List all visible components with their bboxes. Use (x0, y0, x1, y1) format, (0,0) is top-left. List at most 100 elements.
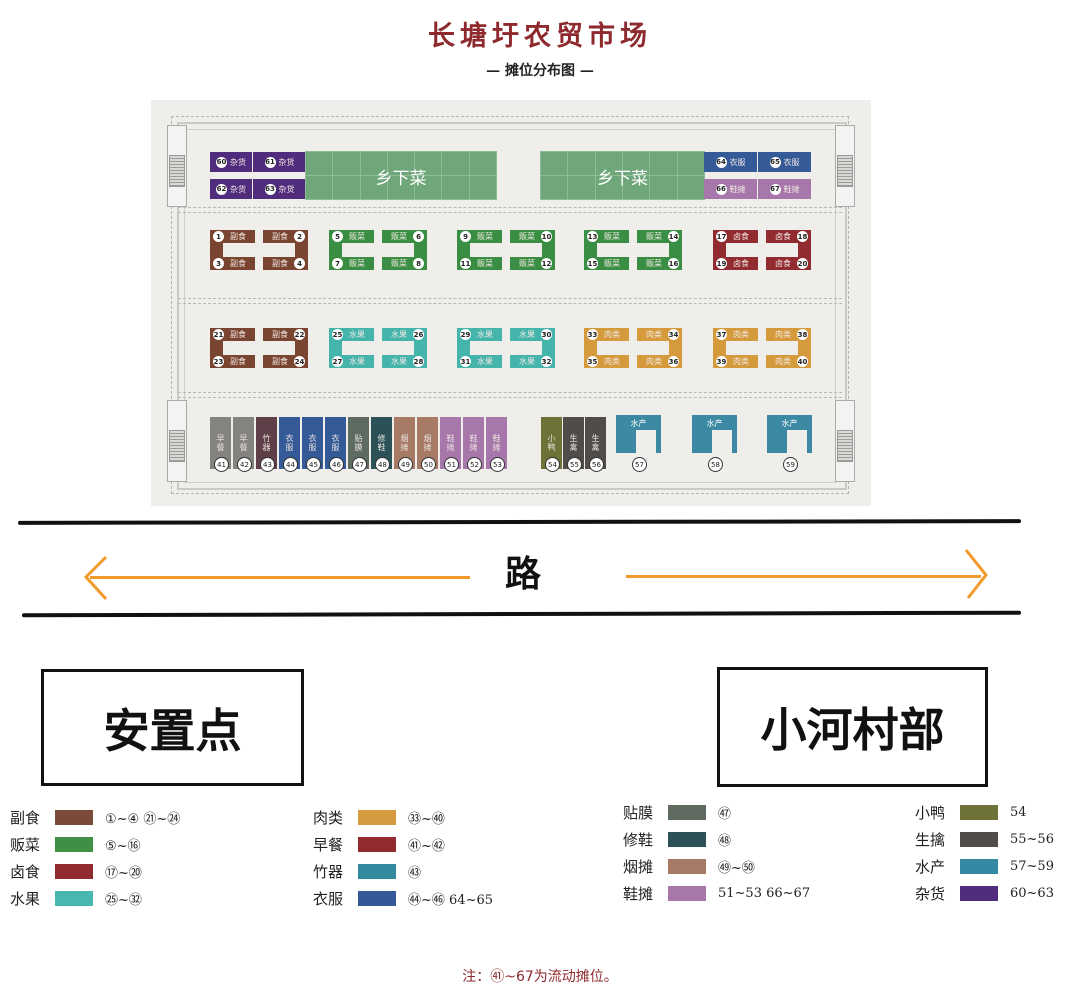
legend-range: ㊾~㊿ (718, 861, 755, 876)
page-title: 长塘圩农贸市场 (428, 21, 652, 52)
stall-extension (669, 343, 682, 355)
stall-number-55: 55 (567, 457, 582, 472)
stall-52[interactable]: 鞋摊 (463, 417, 485, 469)
stall-42[interactable]: 早餐 (233, 417, 255, 469)
stall-number-52: 52 (467, 457, 482, 472)
stall-64[interactable]: 64 衣服 (704, 152, 757, 172)
stall-44[interactable]: 衣服 (279, 417, 301, 469)
stall-55[interactable]: 生禽 (563, 417, 585, 469)
stall-61[interactable]: 61 杂货 (253, 152, 306, 172)
rural-vegetable-area-left[interactable]: 乡下菜 (304, 151, 498, 200)
legend-label: 衣服 (313, 890, 344, 908)
stall-48[interactable]: 修鞋 (371, 417, 393, 469)
gate-right-bottom-icon (837, 430, 853, 462)
stall-56[interactable]: 生禽 (585, 417, 607, 469)
legend-range: ㊶~㊷ (408, 839, 445, 854)
legend-swatch (358, 891, 396, 906)
stall-59[interactable]: 水产 (767, 415, 812, 453)
stall-53[interactable]: 鞋摊 (486, 417, 508, 469)
stall-number-48: 48 (375, 457, 390, 472)
stall-47[interactable]: 贴膜 (348, 417, 370, 469)
rural-vegetable-area-right[interactable]: 乡下菜 (539, 151, 706, 200)
stall-number-56: 56 (589, 457, 604, 472)
legend-range: 55~56 (1010, 832, 1054, 847)
legend-range: ㊸ (408, 866, 422, 881)
stall-41[interactable]: 早餐 (210, 417, 232, 469)
stall-67[interactable]: 67 鞋摊 (758, 179, 811, 199)
legend-swatch (668, 805, 706, 820)
stall-extension (414, 343, 427, 355)
legend-item: 贴膜 ㊼ (623, 802, 731, 823)
stall-number-51: 51 (444, 457, 459, 472)
stall-extension (414, 245, 427, 257)
stall-extension (713, 245, 726, 257)
stall-49[interactable]: 烟摊 (394, 417, 416, 469)
stall-number-49: 49 (398, 457, 413, 472)
stall-58[interactable]: 水产 (692, 415, 737, 453)
stall-46[interactable]: 衣服 (325, 417, 347, 469)
legend-label: 贴膜 (623, 804, 654, 822)
legend-label: 早餐 (313, 836, 344, 854)
legend-range: ㊼ (718, 807, 732, 822)
stall-50[interactable]: 烟摊 (417, 417, 439, 469)
stall-60[interactable]: 60 杂货 (210, 152, 252, 172)
stall-62[interactable]: 62 杂货 (210, 179, 252, 199)
stall-extension (542, 343, 555, 355)
legend-label: 修鞋 (623, 831, 654, 849)
stall-extension (210, 245, 223, 257)
legend-swatch (668, 886, 706, 901)
stall-51[interactable]: 鞋摊 (440, 417, 462, 469)
stall-54[interactable]: 小鸭 (541, 417, 563, 469)
stall-66[interactable]: 66 鞋摊 (704, 179, 757, 199)
legend-swatch (55, 891, 93, 906)
stall-43[interactable]: 竹器 (256, 417, 278, 469)
stall-63[interactable]: 63 杂货 (253, 179, 306, 199)
stall-number-42: 42 (237, 457, 252, 472)
stall-57[interactable]: 水产 (616, 415, 661, 453)
legend-label: 副食 (10, 809, 41, 827)
stall-65[interactable]: 65 衣服 (758, 152, 811, 172)
stall-45[interactable]: 衣服 (302, 417, 324, 469)
